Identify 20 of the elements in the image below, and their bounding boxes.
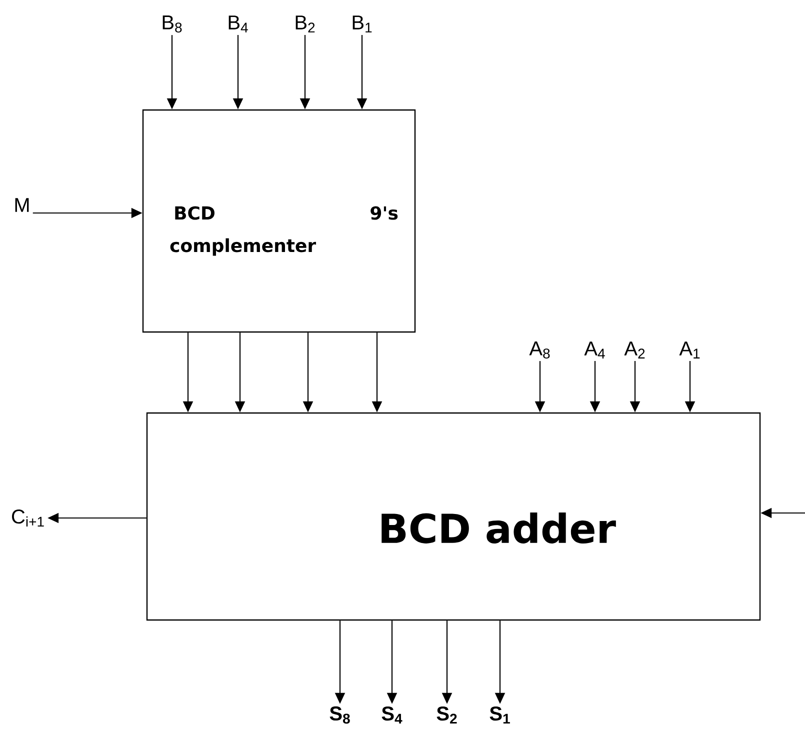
signal-label: S$_{4}$ xyxy=(382,706,402,724)
signal-label: S$_{8}$ xyxy=(330,706,350,724)
block-label: BCD xyxy=(175,206,214,220)
block-box xyxy=(142,109,416,333)
block-label: 9's xyxy=(370,206,398,220)
signal-label: S$_{1}$ xyxy=(490,706,510,724)
signal-label: M xyxy=(15,198,29,212)
signal-label: A$_{8}$ xyxy=(529,342,550,358)
block-label: BCD adder xyxy=(382,512,616,544)
block-box xyxy=(146,412,761,621)
signal-label: B$_{2}$ xyxy=(296,16,315,32)
signal-label: A$_{4}$ xyxy=(584,342,605,358)
signal-label: B$_{8}$ xyxy=(162,16,182,32)
signal-label: B$_{4}$ xyxy=(228,16,248,32)
signal-label: B$_{1}$ xyxy=(352,16,372,32)
signal-label: S$_{2}$ xyxy=(436,706,457,724)
signal-label: C$_{i+1}$ xyxy=(12,509,44,527)
signal-label: A$_{2}$ xyxy=(624,342,645,358)
block-label: complementer xyxy=(170,238,316,256)
signal-label: A$_{1}$ xyxy=(679,342,700,358)
